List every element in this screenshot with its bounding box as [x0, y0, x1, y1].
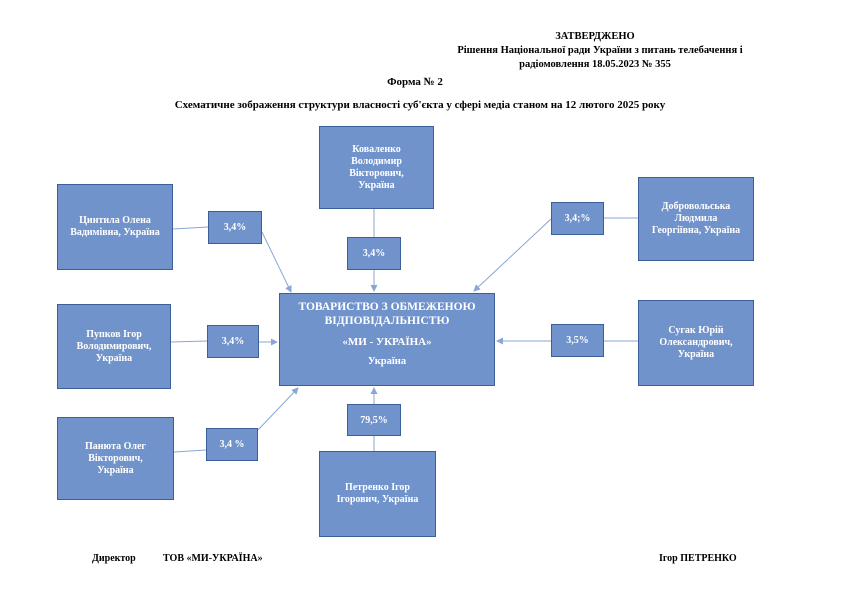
arrow-tsyntyla	[261, 231, 292, 293]
owner-name-line: Україна	[95, 352, 133, 364]
owner-name-line: Ігорович, Україна	[336, 494, 419, 505]
share-paniuta: 3,4 %	[206, 428, 258, 461]
company-signature-name: ТОВ «МИ-УКРАЇНА»	[163, 553, 263, 564]
share-petrenko: 79,5%	[347, 404, 401, 436]
share-suhak: 3,5%	[551, 324, 604, 357]
owner-name-line: Україна	[97, 464, 134, 476]
owner-name-line: Олександрович,	[659, 337, 733, 348]
share-dobrovolska: 3,4;%	[551, 202, 604, 235]
line-tsyntyla	[172, 226, 209, 230]
owner-name-line: Вікторович,	[88, 452, 143, 464]
owner-name-line: Петренко Ігор	[345, 482, 410, 493]
diagram-title: Схематичне зображення структури власност…	[174, 99, 666, 111]
owner-name-line: Людмила	[674, 213, 718, 224]
director-label: Директор	[92, 553, 136, 564]
owner-box-suhak: Сугак Юрій Олександрович, Україна	[638, 300, 754, 386]
company-name: «МИ - УКРАЇНА»	[342, 336, 432, 348]
owner-box-paniuta: Панюта Олег Вікторович, Україна	[57, 417, 174, 500]
line-paniuta	[173, 449, 207, 453]
owner-name-line: Володимир	[351, 155, 402, 167]
decision-line-2: радіомовлення 18.05.2023 № 355	[519, 59, 671, 70]
company-line-1: ТОВАРИСТВО З ОБМЕЖЕНОЮ	[298, 301, 476, 313]
company-country: Україна	[367, 356, 407, 367]
arrow-dobrovolska	[473, 218, 552, 292]
owner-box-pupkov: Пупков Ігор Володимирович, Україна	[57, 304, 171, 389]
share-pupkov: 3,4%	[207, 325, 259, 358]
owner-name-line: Україна	[677, 349, 715, 360]
form-number: Форма № 2	[387, 76, 443, 88]
decision-line-1: Рішення Національної ради України з пита…	[457, 45, 743, 56]
arrow-paniuta	[257, 387, 299, 431]
share-tsyntyla: 3,4%	[208, 211, 262, 244]
owner-box-dobrovolska: Добровольська Людмила Георгіївна, Україн…	[638, 177, 754, 261]
owner-name-line: Георгіївна, Україна	[651, 225, 741, 236]
owner-name-line: Володимирович,	[76, 340, 152, 352]
owner-name-line: Вікторович,	[349, 167, 404, 179]
owner-name-line: Коваленко	[352, 143, 401, 155]
share-kovalenko: 3,4%	[347, 237, 401, 270]
approved-label: ЗАТВЕРДЖЕНО	[555, 31, 635, 42]
signer-name: Ігор ПЕТРЕНКО	[659, 553, 737, 564]
owner-box-tsyntyla: Цинтила Олена Вадимівна, Україна	[57, 184, 173, 270]
owner-box-kovalenko: Коваленко Володимир Вікторович, Україна	[319, 126, 434, 209]
owner-name-line: Добровольська	[661, 201, 731, 212]
line-pupkov	[170, 340, 208, 343]
owner-box-petrenko: Петренко Ігор Ігорович, Україна	[319, 451, 436, 537]
owner-name-line: Цинтила Олена	[79, 215, 151, 226]
company-box: ТОВАРИСТВО З ОБМЕЖЕНОЮ ВІДПОВІДАЛЬНІСТЮ …	[279, 293, 495, 386]
company-line-2: ВІДПОВІДАЛЬНІСТЮ	[324, 315, 450, 327]
owner-name-line: Пупков Ігор	[86, 328, 142, 340]
owner-name-line: Україна	[358, 179, 395, 191]
owner-name-line: Сугак Юрій	[668, 325, 724, 336]
owner-name-line: Вадимівна, Україна	[70, 227, 160, 238]
owner-name-line: Панюта Олег	[85, 440, 146, 452]
